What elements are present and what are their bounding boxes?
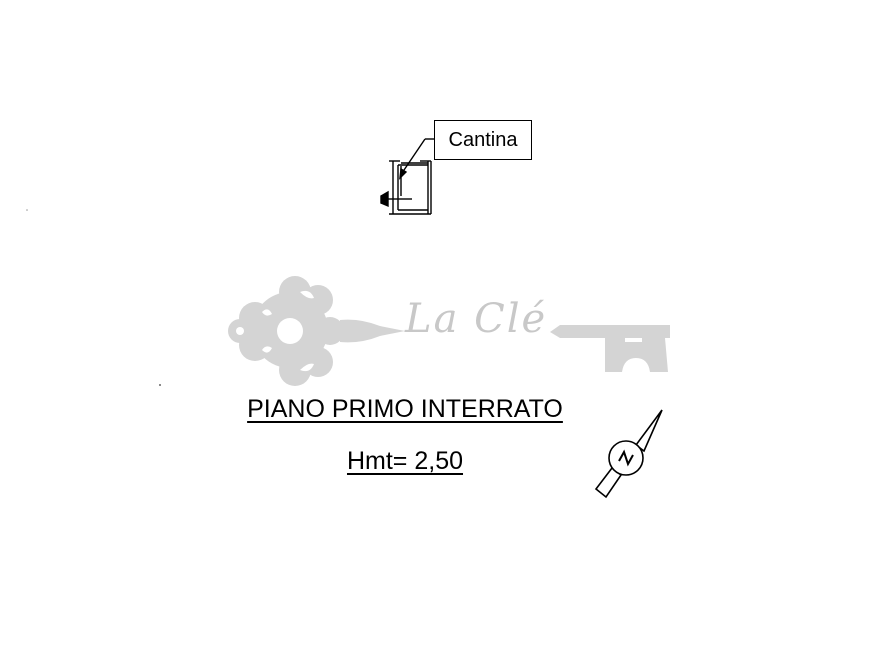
cantina-room-plan (380, 160, 432, 215)
scan-dot (26, 209, 28, 211)
room-label-cantina: Cantina (434, 120, 532, 160)
label-leader-line (399, 138, 434, 180)
north-arrow-icon (594, 409, 663, 499)
floor-title: PIANO PRIMO INTERRATO (200, 395, 610, 424)
scan-dot (159, 384, 161, 386)
ceiling-height-label: Hmt= 2,50 (300, 447, 510, 476)
key-watermark-icon (228, 276, 670, 386)
room-label-text: Cantina (448, 128, 518, 151)
watermark-brand-text: La Clé (405, 296, 548, 342)
floor-title-text: PIANO PRIMO INTERRATO (247, 395, 563, 423)
ceiling-height-text: Hmt= 2,50 (346, 447, 464, 475)
